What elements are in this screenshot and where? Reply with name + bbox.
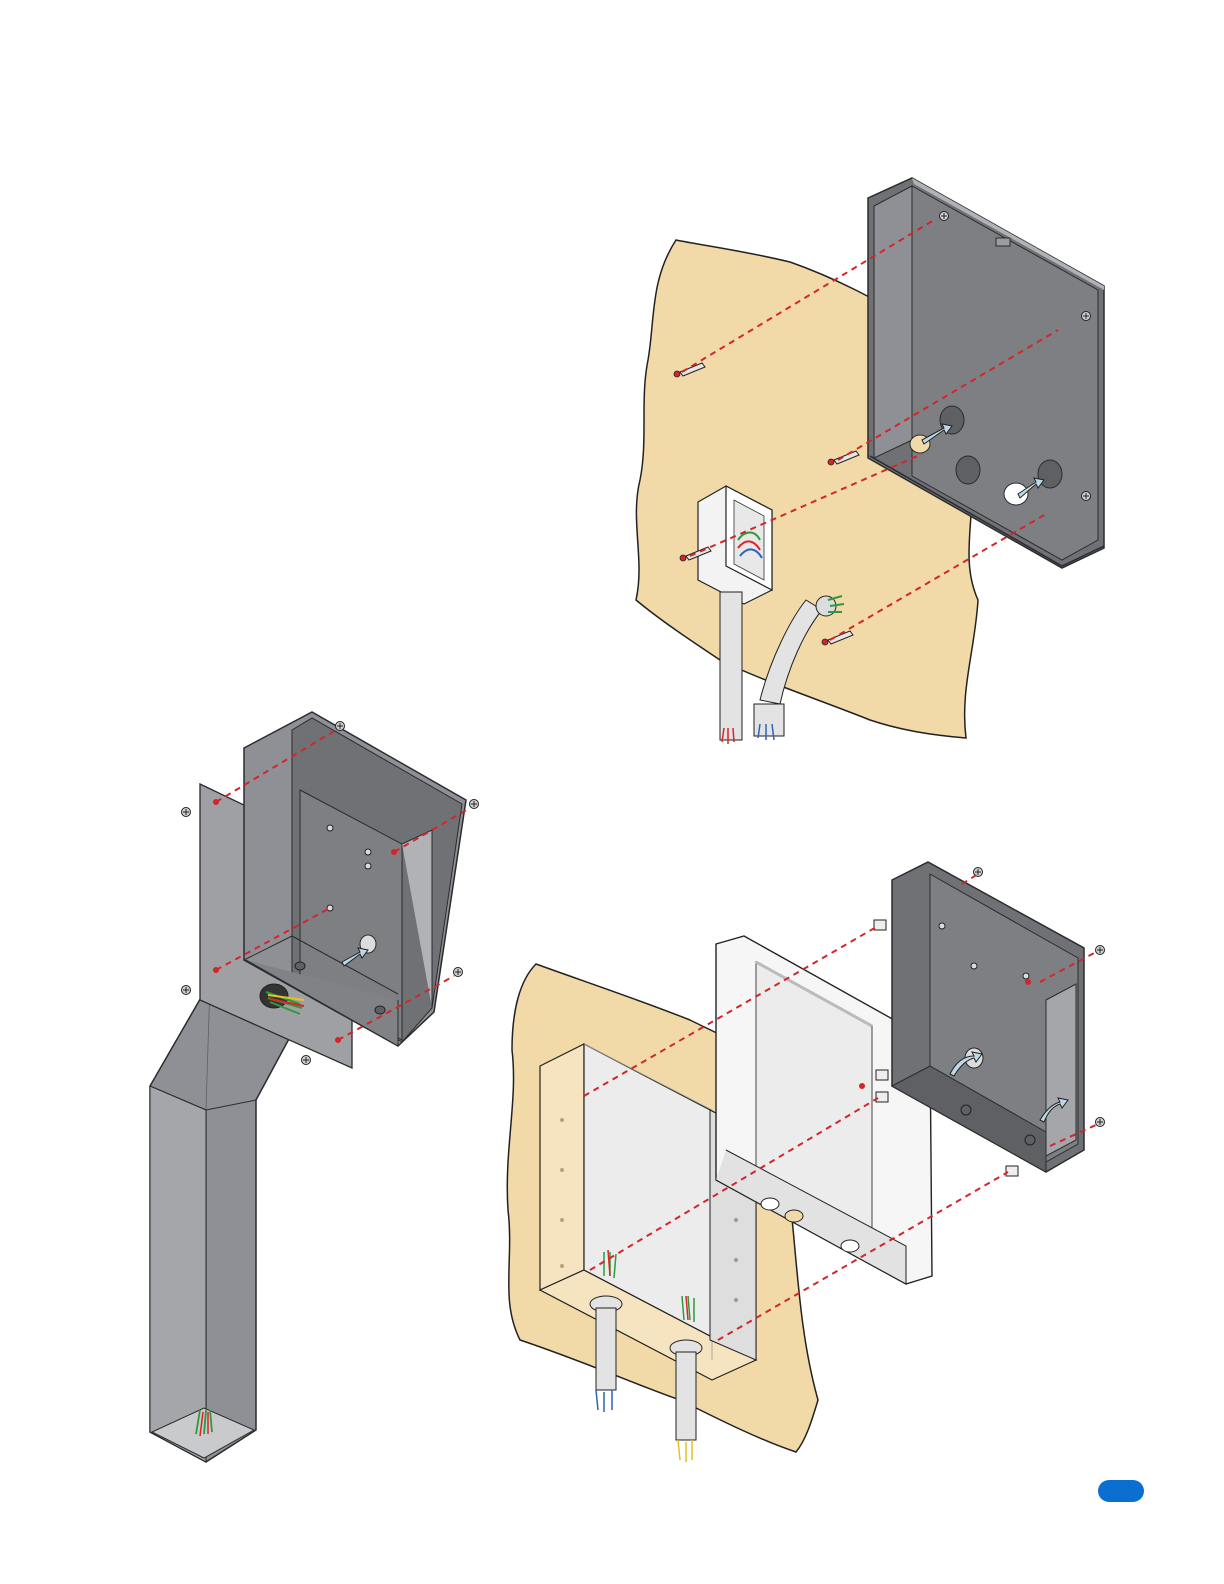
pedestal-screw-2 bbox=[336, 722, 345, 731]
flush-screw-3 bbox=[1096, 1118, 1105, 1127]
page-number-badge bbox=[1098, 1480, 1144, 1502]
junction-box bbox=[698, 486, 772, 604]
pedestal-screw-6 bbox=[302, 1056, 311, 1065]
flush-screw-2 bbox=[1096, 946, 1105, 955]
pedestal-screw-3 bbox=[470, 800, 479, 809]
pedestal-screw-1 bbox=[182, 808, 191, 817]
conduit-straight bbox=[720, 592, 742, 744]
flush-mount-figure bbox=[507, 862, 1104, 1462]
pedestal-screw-4 bbox=[182, 986, 191, 995]
surface-mount-figure bbox=[636, 178, 1104, 744]
pedestal-figure bbox=[150, 712, 479, 1462]
pedestal-screw-5 bbox=[454, 968, 463, 977]
